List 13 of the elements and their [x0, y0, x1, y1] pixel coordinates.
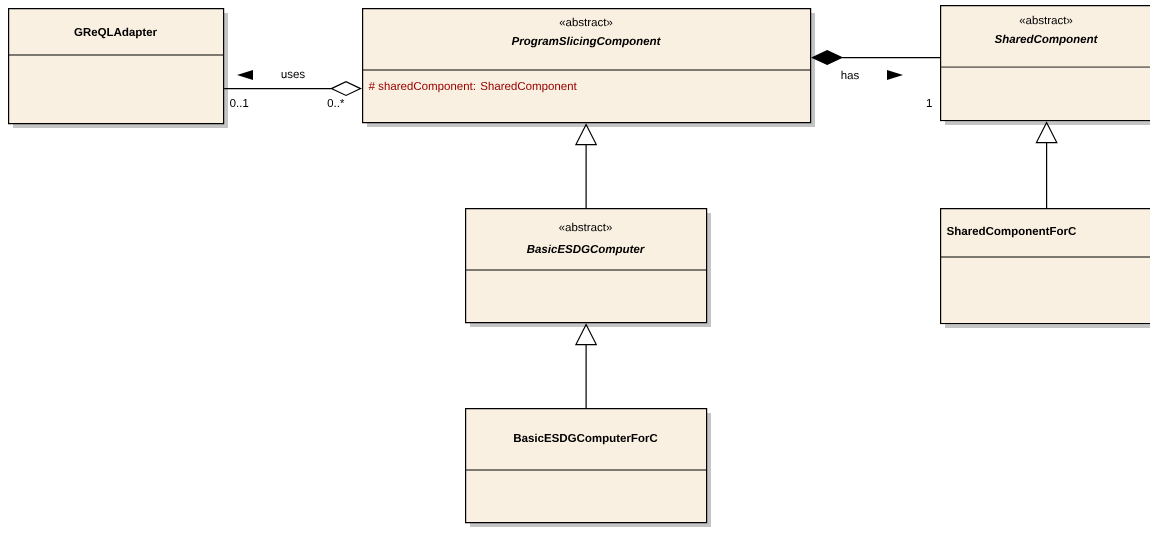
connector [1035, 121, 1058, 209]
class-box: GReQLAdapter [7, 8, 228, 128]
multiplicity-label: 0..1 [230, 98, 249, 108]
class-box: «abstract» ProgramSlicingComponent # sharedComponent: SharedComponent [361, 8, 815, 127]
multiplicity-label: 0..* [327, 98, 345, 108]
connector [223, 81, 362, 97]
class-box: SharedComponentForC [939, 208, 1150, 328]
class-box: BasicESDGComputerForC [464, 408, 711, 527]
multiplicity-label: 1 [926, 99, 932, 107]
class-box: «abstract» SharedComponent [939, 5, 1150, 125]
class-box: «abstract» BasicESDGComputer [464, 208, 711, 327]
edge-label: uses [281, 71, 305, 79]
edge-label: has [841, 70, 859, 80]
